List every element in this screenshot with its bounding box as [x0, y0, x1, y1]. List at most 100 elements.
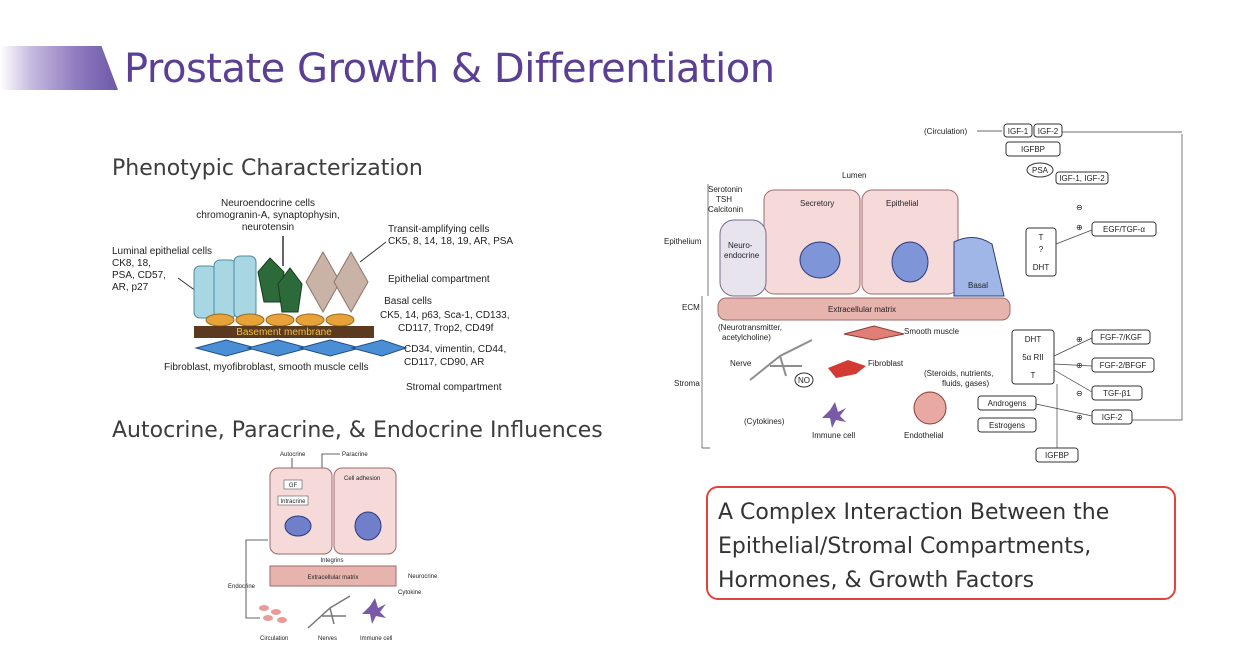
- transit-cell-1: [305, 250, 341, 314]
- estrogens-box: [977, 417, 1037, 433]
- endocrine-label: Endocrine: [228, 584, 256, 590]
- fibroblast-label: Fibroblast: [868, 359, 904, 368]
- immune-cell-label: Immune cell: [812, 431, 855, 440]
- nerves-label: Nerves: [318, 636, 337, 642]
- basal-markers-2: CD117, Trop2, CD49f: [398, 323, 494, 334]
- rbc-1: [259, 605, 269, 611]
- neurocrine-label: Neurocrine: [408, 574, 438, 580]
- basal-cell-3: [265, 313, 295, 327]
- basal-cell-2: [235, 313, 265, 327]
- nucleus-left: [284, 515, 312, 537]
- egf-label: EGF/TGF-α: [1103, 225, 1145, 234]
- igf1-box: [1003, 123, 1033, 138]
- question-label: ?: [1039, 245, 1044, 254]
- psa-oval: [1026, 162, 1054, 178]
- estrogens-label: Estrogens: [989, 421, 1025, 430]
- phenotypic-figure: Neuroendocrine cells chromogranin-A, syn…: [108, 192, 538, 402]
- luminal-cell-3: [233, 255, 257, 319]
- stromal-markers-2: CD117, CD90, AR: [404, 357, 484, 368]
- smooth-muscle-cell: [843, 325, 905, 341]
- basal-cell-1: [205, 313, 235, 327]
- influences-diagram: Autocrine Paracrine GF Intracrine Cell a…: [228, 452, 438, 642]
- fgf2-label: FGF-2/BFGF: [1100, 361, 1147, 370]
- fgf7-box: [1091, 329, 1151, 345]
- psa-label: PSA: [1032, 166, 1049, 175]
- basal-title: Basal cells: [384, 296, 432, 307]
- igf12-box: [1055, 171, 1109, 185]
- secretory-label: Secretory: [800, 199, 834, 208]
- basal-label: Basal: [968, 281, 988, 290]
- fibroblast-cell: [828, 360, 866, 378]
- compartment-brackets: [701, 184, 710, 449]
- no-label: NO: [798, 376, 810, 385]
- t2-label: T: [1031, 371, 1036, 380]
- basal-cell-4: [295, 313, 325, 327]
- circulation-label: (Circulation): [924, 127, 967, 136]
- stromal-compartment-label: Stromal compartment: [406, 382, 502, 393]
- smooth-muscle-label: Smooth muscle: [904, 327, 960, 336]
- basal-markers-1: CK5, 14, p63, Sca-1, CD133,: [380, 310, 510, 321]
- stroma-label: Stroma: [674, 379, 700, 388]
- steroids-label-2: fluids, gases): [942, 379, 989, 388]
- immune-cell-label: Immune cell: [360, 636, 392, 642]
- immune-cell-shape: [362, 598, 386, 624]
- serotonin-label: Serotonin: [708, 185, 742, 194]
- dht-5a-box: [1011, 329, 1055, 385]
- rbc-2: [271, 609, 281, 615]
- nerve-shape: [307, 595, 351, 629]
- cell-adhesion-label: Cell adhesion: [344, 476, 380, 482]
- transit-title: Transit-amplifying cells: [388, 224, 489, 235]
- nerve-shape: [749, 339, 813, 381]
- epithelial-compartment-label: Epithelial compartment: [388, 274, 490, 285]
- stromal-cell-4: [350, 339, 408, 357]
- igfbp-top-box: [1005, 141, 1061, 157]
- stromal-markers-1: CD34, vimentin, CD44,: [404, 344, 506, 355]
- igf2-label: IGF-2: [1038, 127, 1059, 136]
- lumen-label: Lumen: [842, 171, 866, 180]
- steroids-label-1: (Steroids, nutrients,: [924, 369, 993, 378]
- subtitle-influences: Autocrine, Paracrine, & Endocrine Influe…: [112, 418, 603, 443]
- minus-sign-1: ⊖: [1076, 203, 1083, 212]
- extracellular-matrix-label: Extracellular matrix: [307, 575, 358, 581]
- t-dht-box: [1025, 227, 1057, 277]
- transit-cell-2: [333, 250, 369, 314]
- gf-label: GF: [289, 483, 298, 489]
- secretory-nucleus: [799, 241, 841, 279]
- basement-membrane-band: [194, 326, 374, 338]
- endocrine-label: endocrine: [724, 251, 760, 260]
- epithelial-label: Epithelial: [886, 199, 919, 208]
- nucleus-right: [354, 511, 382, 541]
- circulation-label: Circulation: [260, 636, 288, 642]
- tsh-label: TSH: [716, 195, 732, 204]
- fgf2-box: [1091, 357, 1155, 373]
- complex-interaction-diagram: (Circulation) IGF-1 IGF-2 IGFBP PSA IGF-…: [664, 123, 1183, 463]
- paracrine-label: Paracrine: [342, 452, 368, 458]
- ecm-label: ECM: [682, 303, 700, 312]
- cytokines-label: (Cytokines): [744, 417, 785, 426]
- t-label: T: [1039, 233, 1044, 242]
- transit-pointer: [359, 241, 387, 263]
- cytokine-label: Cytokine: [398, 590, 422, 596]
- luminal-title: Luminal epithelial cells: [112, 246, 212, 257]
- androgens-box: [977, 395, 1037, 411]
- igf12-label: IGF-1, IGF-2: [1059, 174, 1105, 183]
- regulatory-arrows: [1035, 131, 1183, 448]
- neuroendocrine-title: Neuroendocrine cells: [221, 198, 315, 209]
- neurotransmitter-label-1: (Neurotransmitter,: [718, 323, 782, 332]
- callout-text: A Complex Interaction Between the Epithe…: [718, 500, 1110, 593]
- rbc-3: [263, 615, 273, 621]
- rbc-4: [277, 617, 287, 623]
- immune-cell-shape: [822, 402, 846, 428]
- subtitle-phenotypic: Phenotypic Characterization: [112, 156, 423, 181]
- tgfb-label: TGF-β1: [1103, 389, 1131, 398]
- endothelial-label: Endothelial: [904, 431, 944, 440]
- five-alpha-label: 5α RII: [1022, 353, 1044, 362]
- minus-sign-2: ⊖: [1076, 389, 1083, 398]
- plus-sign-2: ⊕: [1076, 335, 1083, 344]
- summary-callout: A Complex Interaction Between the Epithe…: [706, 486, 1176, 600]
- extracellular-matrix-label: Extracellular matrix: [828, 305, 896, 314]
- neuroendocrine-markers-1: chromogranin-A, synaptophysin,: [196, 210, 339, 221]
- neuroendocrine-cell: [719, 219, 767, 297]
- cell-right: [333, 467, 397, 555]
- endocrine-arrow: [245, 539, 268, 619]
